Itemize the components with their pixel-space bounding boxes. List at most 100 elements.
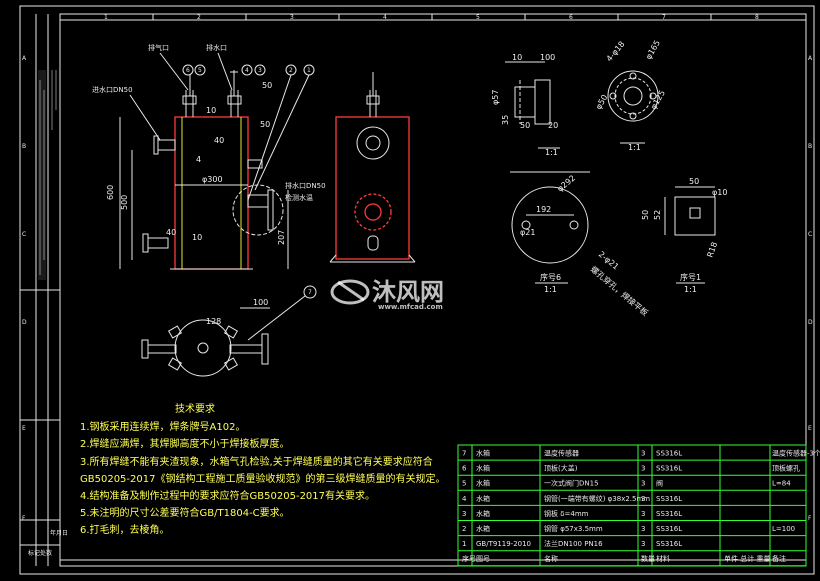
detail-pipe: 10 100 50 20 φ57 35 1:1 [491,53,560,157]
column-marks: 1 2 3 4 5 6 7 8 [60,14,806,561]
bom-header-cell: 数量 [641,554,655,563]
label-drain: 排水口 [206,43,227,52]
row-mark: B [808,143,812,150]
col-mark: 6 [569,14,573,21]
dim-50-left: 50 [641,210,650,220]
dim-600: 600 [106,185,115,200]
dim-phi125: φ125 [649,89,667,111]
col-mark: 2 [197,14,201,21]
balloon: 1 [307,67,311,74]
dim-phi50: φ50 [594,93,610,111]
balloon: 3 [258,67,262,74]
row-mark: D [808,319,813,326]
balloon: 6 [186,67,190,74]
strip-label: 年月日 [50,529,68,537]
plate-scale: 1:1 [684,285,697,294]
bom-cell: SS316L [656,510,682,518]
balloon: 2 [289,67,293,74]
bom-header-cell: 材料 [656,554,670,563]
bom-cell: 1 [462,540,466,548]
dim-phi21: φ21 [520,228,535,237]
col-mark: 4 [383,14,387,21]
row-mark: A [22,55,27,62]
dim-35: 35 [501,115,510,125]
dim-50b: 50 [260,120,270,129]
col-mark: 1 [104,14,108,21]
balloon: 5 [198,67,202,74]
tech-line-7: 6.打毛刺，去棱角。 [80,523,170,536]
balloon: 4 [245,67,249,74]
dim-10-top: 10 [512,53,522,62]
dim-4: 4 [196,155,201,164]
dim-phi57: φ57 [491,90,500,105]
row-mark: C [22,231,26,238]
dim-phi10: φ10 [712,188,727,197]
bom-cell: 7 [462,450,466,458]
detail-plate: 50 φ10 52 R18 50 序号1 1:1 [641,177,727,294]
bom-cell: L=100 [772,525,795,533]
tech-line-3: 3.所有焊缝不能有夹渣现象，水箱气孔检验,关于焊缝质量的其它有关要求应符合 [80,455,433,468]
bom-cell: 水箱 [476,524,490,533]
dim-40b: 40 [166,228,176,237]
watermark-brand: 沐风网 [372,278,444,306]
bom-cell: 法兰DN100 PN16 [544,539,603,548]
detail-flange: 4-φ18 φ165 φ125 φ50 1:1 [594,39,667,152]
bom-cell: 钢板 δ=4mm [544,509,589,518]
tech-line-6: 5.未注明的尺寸公差要符合GB/T1804-C要求。 [80,506,290,519]
scale-top: 1:1 [545,148,558,157]
bom-cell: 3 [641,495,645,503]
dim-50: 50 [262,81,272,90]
plate-label: 序号1 [680,272,701,282]
bom-header-cell: 序号 [462,554,476,563]
bom-cell: 5 [462,480,466,488]
bom-cell: 3 [641,465,645,473]
bom-cell: SS316L [656,495,682,503]
dim-52: 52 [653,210,662,220]
balloon-7: 7 [308,289,312,296]
row-mark: F [808,515,812,522]
dim-20-top: 20 [548,121,558,130]
disc-scale: 1:1 [544,285,557,294]
bom-cell: SS316L [656,525,682,533]
bom-cell: SS316L [656,450,682,458]
bom-cell: 3 [641,450,645,458]
bom-cell: 顶板螺孔 [772,464,800,473]
bom-cell: SS316L [656,465,682,473]
plan-view: 100 128 7 [141,285,317,377]
col-mark: 8 [755,14,759,21]
strip-label: 处数 [40,549,52,557]
detail-circle [232,184,284,236]
tech-line-5: 4.结构准备及制作过程中的要求应符合GB50205-2017有关要求。 [80,489,375,502]
bom-cell: 温度传感器-3个 [772,449,820,458]
bom-cell: 3 [641,525,645,533]
dim-50-plate: 50 [689,177,699,186]
tank-body [174,116,249,270]
bom-cell: 钢管(一端带有螺纹) φ38x2.5mm [544,494,650,503]
bom-cell: 4 [462,495,467,503]
bom-cell: 水箱 [476,449,490,458]
row-mark: D [22,319,27,326]
dim-phi300: φ300 [202,175,223,184]
watermark-url: www.mfcad.com [378,303,443,311]
bom-header-cell: 名称 [544,554,558,563]
side-view [329,72,416,263]
dim-50-top: 50 [520,121,530,130]
dim-192: 192 [536,205,551,214]
row-mark: E [22,425,26,432]
col-mark: 3 [290,14,294,21]
bom-header-cell: 备注 [772,554,786,563]
bom-cell: 2 [462,525,466,533]
bom-cell: L=84 [772,480,791,488]
tech-line-4: GB50205-2017《钢结构工程施工质量验收规范》的第三级焊缝质量的有关规定… [80,472,445,485]
bom-cell: SS316L [656,540,682,548]
bom-cell: 水箱 [476,494,490,503]
bom-cell: 6 [462,465,467,473]
dim-100-top: 100 [540,53,555,62]
label-inlet: 进水口DN50 [92,85,133,94]
row-mark: B [22,143,26,150]
row-mark: A [808,55,813,62]
scale-flange: 1:1 [628,143,641,152]
bom-cell: 3 [641,480,645,488]
dim-phi165: φ165 [644,39,662,61]
